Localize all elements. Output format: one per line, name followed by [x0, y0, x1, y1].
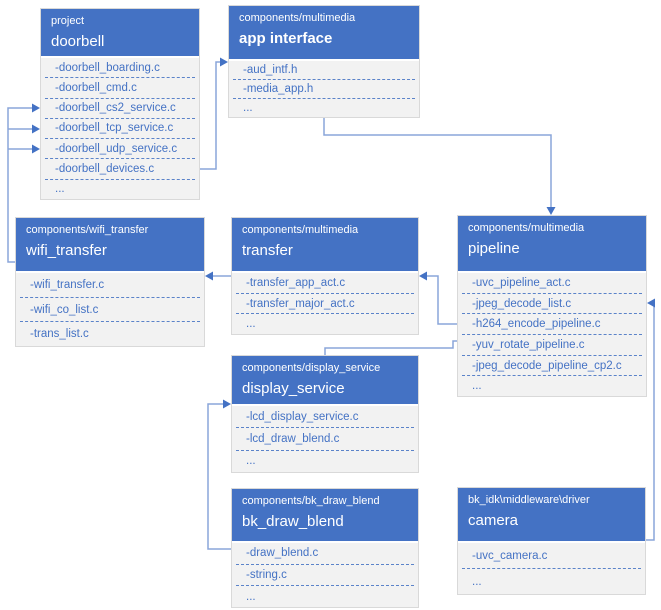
file-item: -lcd_draw_blend.c — [236, 428, 414, 451]
file-item: -lcd_display_service.c — [236, 406, 414, 429]
module-header-wifi-transfer: components/wifi_transfer wifi_transfer — [16, 218, 204, 273]
arrowhead-left-icon — [647, 298, 655, 308]
module-name: bk_draw_blend — [242, 513, 344, 530]
file-item: -uvc_pipeline_act.c — [462, 273, 642, 294]
module-path: components/wifi_transfer — [26, 224, 149, 236]
file-item: -aud_intf.h — [233, 61, 415, 80]
file-item: -doorbell_cmd.c — [45, 78, 195, 99]
module-box-camera: bk_idk\middleware\driver camera -uvc_cam… — [457, 487, 646, 595]
module-file-list: -uvc_camera.c ... — [458, 543, 645, 594]
module-name: doorbell — [51, 33, 105, 50]
module-name: wifi_transfer — [26, 242, 107, 259]
module-file-list: -wifi_transfer.c -wifi_co_list.c -trans_… — [16, 273, 204, 346]
module-path: components/bk_draw_blend — [242, 495, 380, 507]
file-item: -trans_list.c — [30, 328, 89, 341]
module-file-list: -doorbell_boarding.c -doorbell_cmd.c -do… — [41, 58, 199, 199]
file-item-ellipsis: ... — [246, 318, 256, 331]
module-header-transfer: components/multimedia transfer — [232, 218, 418, 273]
connector-transfer-to-wifi-transfer — [205, 271, 231, 281]
connector-camera-to-pipeline — [646, 298, 655, 541]
module-box-display-service: components/display_service display_servi… — [231, 355, 419, 473]
file-item: -doorbell_tcp_service.c — [45, 119, 195, 140]
file-item-ellipsis: ... — [55, 183, 65, 196]
module-path: components/display_service — [242, 362, 381, 374]
connector-doorbell-devices-to-app-interface — [200, 57, 228, 170]
module-box-pipeline: components/multimedia pipeline -uvc_pipe… — [457, 215, 647, 397]
connector-pipeline-yuv-to-display-service — [324, 340, 457, 355]
file-item: -doorbell_udp_service.c — [45, 139, 195, 160]
module-box-app-interface: components/multimedia app interface -aud… — [228, 5, 420, 118]
module-box-transfer: components/multimedia transfer -transfer… — [231, 217, 419, 335]
arrowhead-right-icon — [32, 103, 40, 113]
module-path: components/multimedia — [242, 224, 359, 236]
module-name: pipeline — [468, 240, 520, 257]
arrowhead-right-icon — [32, 124, 40, 134]
file-item: -jpeg_decode_pipeline_cp2.c — [462, 356, 642, 377]
module-header-bk-draw-blend: components/bk_draw_blend bk_draw_blend — [232, 489, 418, 543]
arrowhead-right-icon — [220, 57, 228, 67]
module-box-bk-draw-blend: components/bk_draw_blend bk_draw_blend -… — [231, 488, 419, 608]
module-header-display-service: components/display_service display_servi… — [232, 356, 418, 406]
connector-bk-draw-blend-to-display-service — [207, 399, 231, 550]
module-name: transfer — [242, 242, 293, 259]
module-box-doorbell: project doorbell -doorbell_boarding.c -d… — [40, 8, 200, 200]
arrowhead-left-icon — [205, 271, 213, 281]
module-name: camera — [468, 512, 519, 529]
file-item: -doorbell_boarding.c — [45, 58, 195, 79]
module-file-list: -draw_blend.c -string.c ... — [232, 543, 418, 607]
module-path: bk_idk\middleware\driver — [468, 494, 590, 506]
module-file-list: -lcd_display_service.c -lcd_draw_blend.c… — [232, 406, 418, 472]
file-item: -media_app.h — [233, 80, 415, 99]
file-item-ellipsis: ... — [246, 455, 256, 468]
file-item-ellipsis: ... — [243, 102, 253, 114]
file-item: -draw_blend.c — [236, 543, 414, 565]
file-item: -doorbell_devices.c — [45, 159, 195, 180]
module-name: app interface — [239, 30, 333, 47]
arrowhead-left-icon — [419, 271, 427, 281]
file-item: -transfer_major_act.c — [236, 294, 414, 315]
module-file-list: -aud_intf.h -media_app.h ... — [229, 61, 419, 117]
module-path: project — [51, 15, 85, 27]
module-header-pipeline: components/multimedia pipeline — [458, 216, 646, 273]
file-item: -wifi_transfer.c — [20, 273, 200, 298]
file-item: -uvc_camera.c — [462, 543, 641, 569]
arrowhead-down-icon — [546, 207, 556, 215]
file-item: -jpeg_decode_list.c — [462, 294, 642, 315]
file-item: -wifi_co_list.c — [20, 298, 200, 323]
module-name: display_service — [242, 380, 345, 397]
file-item: -doorbell_cs2_service.c — [45, 99, 195, 119]
connector-app-interface-to-pipeline — [323, 118, 556, 215]
file-item: -yuv_rotate_pipeline.c — [462, 335, 642, 356]
connector-pipeline-h264-to-transfer — [419, 271, 457, 325]
module-header-doorbell: project doorbell — [41, 9, 199, 58]
file-item-ellipsis: ... — [472, 575, 482, 588]
arrowhead-right-icon — [223, 399, 231, 409]
file-item: -string.c — [236, 565, 414, 587]
module-file-list: -transfer_app_act.c -transfer_major_act.… — [232, 273, 418, 334]
module-file-list: -uvc_pipeline_act.c -jpeg_decode_list.c … — [458, 273, 646, 396]
module-path: components/multimedia — [468, 222, 585, 234]
module-header-camera: bk_idk\middleware\driver camera — [458, 488, 645, 543]
module-path: components/multimedia — [239, 12, 356, 24]
file-item-ellipsis: ... — [472, 380, 482, 393]
file-item: -h264_encode_pipeline.c — [462, 314, 642, 336]
module-box-wifi-transfer: components/wifi_transfer wifi_transfer -… — [15, 217, 205, 347]
arrowhead-right-icon — [32, 144, 40, 154]
file-item-ellipsis: ... — [246, 590, 256, 603]
file-item: -transfer_app_act.c — [236, 273, 414, 294]
module-header-app-interface: components/multimedia app interface — [229, 6, 419, 61]
